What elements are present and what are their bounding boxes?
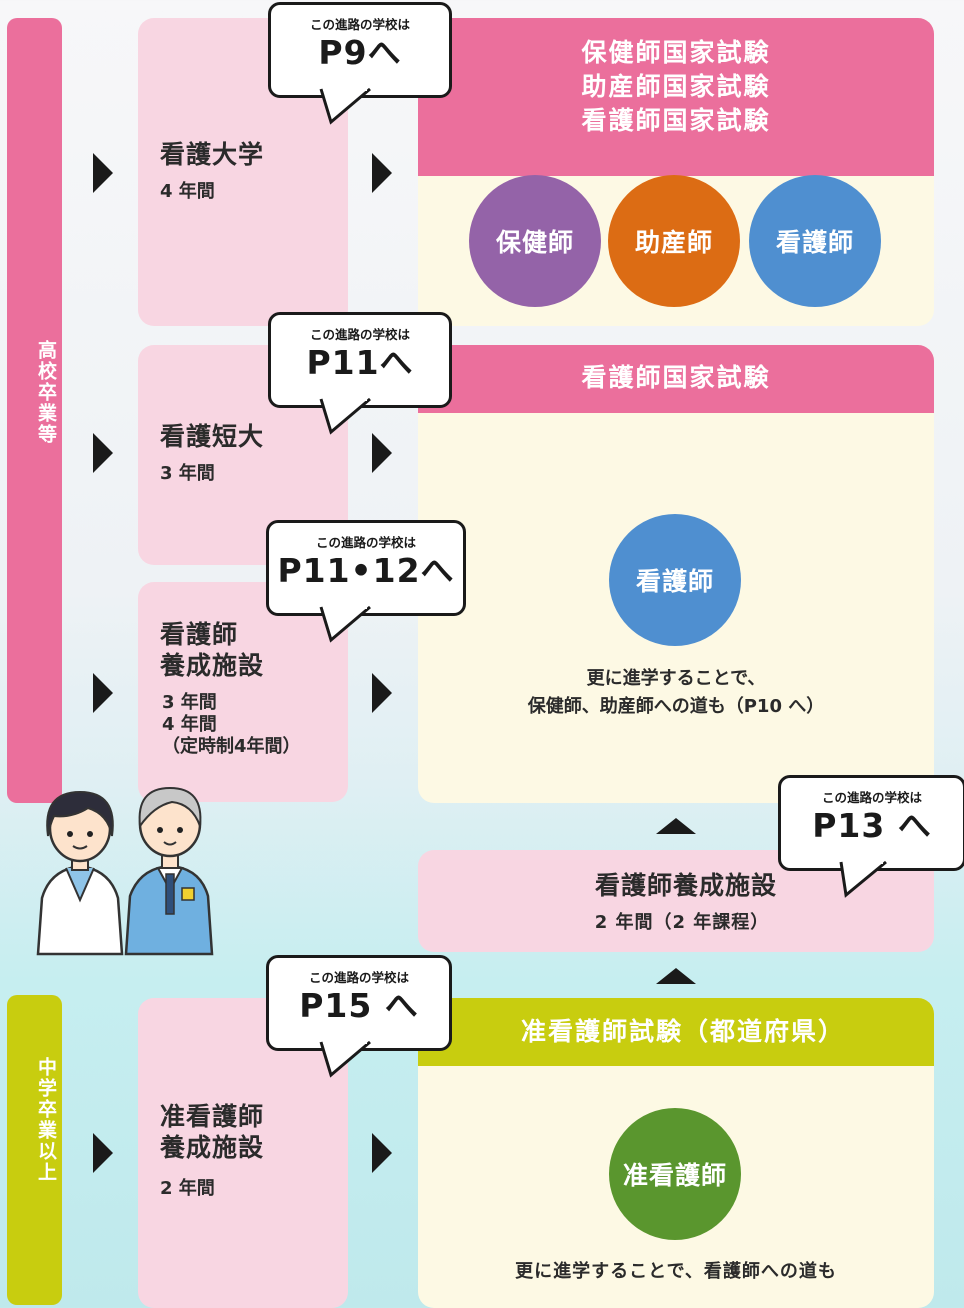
exam-nurse: 看護師国家試験 [581, 106, 771, 135]
result-practical-nurse: 准看護師試験（都道府県） 准看護師 更に進学することで、看護師への道も [418, 998, 934, 1308]
arrow-right-icon [93, 673, 113, 713]
exam-public-health: 保健師国家試験 [581, 38, 771, 67]
circle-nurse: 看護師 [609, 514, 741, 646]
side-label-junior-high: 中学卒業以上 [35, 1057, 57, 1183]
note-further-study: 更に進学することで、 保健師、助産師への道も（P10 へ） [527, 668, 825, 717]
side-band-junior-high: 中学卒業以上 [7, 995, 62, 1305]
school-duration: 3 年間 4 年間 （定時制4年間） [162, 692, 301, 757]
circle-nurse: 看護師 [749, 175, 881, 307]
bubble-tail-icon [319, 397, 371, 435]
arrow-right-icon [372, 1133, 392, 1173]
bubble-caption: この進路の学校は [309, 327, 410, 342]
exam-header: 准看護師試験（都道府県） [418, 998, 934, 1066]
school-duration: 2 年間（2 年課程） [594, 912, 770, 933]
arrow-right-icon [93, 1133, 113, 1173]
note-further-study: 更に進学することで、看護師への道も [515, 1261, 837, 1282]
arrow-right-icon [93, 153, 113, 193]
bubble-tail-icon [319, 605, 371, 643]
arrow-up-icon [656, 818, 696, 834]
side-label-high-school: 高校卒業等 [35, 340, 57, 445]
bubble-page: P15 へ [299, 986, 419, 1025]
bubble-page: P11•12へ [277, 551, 455, 590]
bubble-page: P9へ [318, 33, 402, 72]
result-university: 保健師国家試験 助産師国家試験 看護師国家試験 保健師 助産師 看護師 [418, 18, 934, 326]
school-title-line1: 准看護師 [160, 1102, 265, 1131]
school-duration: 2 年間 [160, 1178, 215, 1199]
page-ref-bubble-junior-college[interactable]: この進路の学校は P11へ [268, 312, 452, 408]
school-title: 看護師養成施設 [594, 871, 777, 900]
bubble-tail-icon [319, 1040, 371, 1078]
bubble-page: P13 へ [812, 806, 932, 845]
school-title-line1: 看護師 [160, 620, 239, 649]
exam-midwife: 助産師国家試験 [581, 72, 771, 101]
arrow-right-icon [372, 153, 392, 193]
exam-header: 保健師国家試験 助産師国家試験 看護師国家試験 [418, 18, 934, 176]
circle-midwife: 助産師 [608, 175, 740, 307]
school-title-line2: 養成施設 [160, 651, 265, 680]
exam-header: 看護師国家試験 [418, 345, 934, 413]
page-ref-bubble-university[interactable]: この進路の学校は P9へ [268, 2, 452, 98]
arrow-up-icon [656, 968, 696, 984]
page-ref-bubble-two-year[interactable]: この進路の学校は P13 へ [778, 775, 964, 871]
side-band-high-school: 高校卒業等 [7, 18, 62, 803]
bubble-tail-icon [319, 87, 371, 125]
result-nurse: 看護師国家試験 看護師 更に進学することで、 保健師、助産師への道も（P10 へ… [418, 345, 934, 803]
students-illustration [36, 786, 214, 956]
arrow-right-icon [372, 433, 392, 473]
school-duration: 4 年間 [160, 181, 215, 202]
bubble-caption: この進路の学校は [821, 790, 922, 805]
school-title-line2: 養成施設 [160, 1133, 265, 1162]
school-nurse-facility: 看護師 養成施設 3 年間 4 年間 （定時制4年間） [138, 582, 348, 802]
bubble-caption: この進路の学校は [315, 535, 416, 550]
bubble-page: P11へ [306, 343, 414, 382]
page-ref-bubble-practical[interactable]: この進路の学校は P15 へ [266, 955, 452, 1051]
bubble-caption: この進路の学校は [308, 970, 409, 985]
bubble-tail-icon [839, 860, 887, 898]
school-title: 看護短大 [160, 422, 265, 451]
circle-practical-nurse: 准看護師 [609, 1108, 741, 1240]
arrow-right-icon [372, 673, 392, 713]
page-ref-bubble-nurse-facility[interactable]: この進路の学校は P11•12へ [266, 520, 466, 616]
school-title: 看護大学 [160, 140, 265, 169]
school-duration: 3 年間 [160, 463, 215, 484]
bubble-caption: この進路の学校は [309, 17, 410, 32]
circle-public-health-nurse: 保健師 [469, 175, 601, 307]
arrow-right-icon [93, 433, 113, 473]
